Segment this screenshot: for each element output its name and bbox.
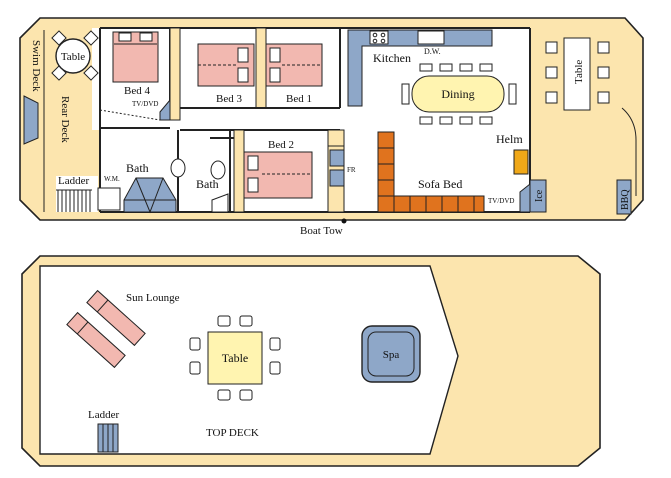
- spa-label: Spa: [383, 349, 400, 361]
- front-table-label: Table: [573, 60, 585, 84]
- fridge-label: FR: [347, 166, 356, 174]
- boat-tow-point: [341, 218, 347, 224]
- bed2-label: Bed 2: [268, 139, 294, 151]
- helm-label: Helm: [496, 132, 523, 146]
- bath-left: Bath: [123, 130, 186, 214]
- sink-right: [211, 193, 229, 213]
- sun-lounges: [66, 289, 146, 369]
- lower-deck: Swim Deck Rear Deck Table Ladder W.: [19, 17, 644, 237]
- toilet-right: [210, 160, 226, 180]
- bed4-tv-label: TV/DVD: [132, 100, 158, 108]
- front-table: [563, 37, 591, 111]
- top-table-set: Table: [189, 315, 281, 401]
- ice-box: [529, 179, 547, 213]
- boat-tow-label: Boat Tow: [300, 225, 343, 237]
- bath-right: Bath: [196, 130, 231, 213]
- rear-deck-label: Rear Deck: [59, 96, 71, 143]
- ice-label: Ice: [534, 189, 545, 202]
- toilet-left: [170, 158, 186, 178]
- sun-lounge-label: Sun Lounge: [126, 292, 180, 304]
- bow-rail: [621, 107, 637, 196]
- ladder: [56, 189, 92, 212]
- bath-left-label: Bath: [126, 161, 149, 175]
- washing-machine-label: W.M.: [104, 175, 120, 183]
- top-table-label: Table: [222, 351, 248, 365]
- bath-right-label: Bath: [196, 177, 219, 191]
- dining-label: Dining: [441, 87, 474, 101]
- helm-console: [513, 149, 529, 175]
- dishwasher: [417, 30, 445, 45]
- lounge-tv-label: TV/DVD: [488, 197, 514, 205]
- front-deck: Ice Table BBQ: [529, 37, 637, 215]
- kitchen-counter: [347, 29, 493, 107]
- fridge-lower: [329, 169, 345, 187]
- top-ladder: [97, 423, 119, 453]
- ladder-label: Ladder: [58, 175, 89, 187]
- top-deck-title: TOP DECK: [206, 427, 259, 439]
- bed4-room: Bed 4 TV/DVD: [100, 27, 181, 129]
- bed4-label: Bed 4: [124, 85, 150, 97]
- bbq: [616, 179, 632, 215]
- dining-table: [411, 75, 505, 113]
- washing-machine: [97, 187, 121, 211]
- bbq-label: BBQ: [620, 189, 631, 210]
- spa: Spa: [361, 325, 421, 383]
- swim-deck-step: [23, 95, 39, 145]
- kitchen-area: D.W. Kitchen: [347, 29, 493, 107]
- swim-deck-label: Swim Deck: [30, 40, 42, 92]
- dining-area: Dining: [401, 63, 517, 125]
- top-deck: Sun Lounge Table Spa Ladder: [21, 255, 601, 467]
- top-ladder-label: Ladder: [88, 409, 119, 421]
- bed3-bed1-rooms: Bed 3 Bed 1: [180, 27, 341, 109]
- ladder-area: [56, 176, 98, 212]
- stove: [369, 30, 389, 45]
- bed4-tv: [159, 98, 171, 121]
- rear-table: Table: [51, 30, 99, 81]
- sofa-bed: [377, 131, 485, 213]
- top-table: [207, 331, 263, 385]
- sofa-bed-label: Sofa Bed: [418, 177, 462, 191]
- kitchen-label: Kitchen: [373, 51, 411, 65]
- bed1-label: Bed 1: [286, 93, 312, 105]
- rear-table-label: Table: [61, 51, 85, 63]
- bed3-label: Bed 3: [216, 93, 242, 105]
- fridge-upper: [329, 149, 345, 167]
- dishwasher-label: D.W.: [424, 47, 441, 56]
